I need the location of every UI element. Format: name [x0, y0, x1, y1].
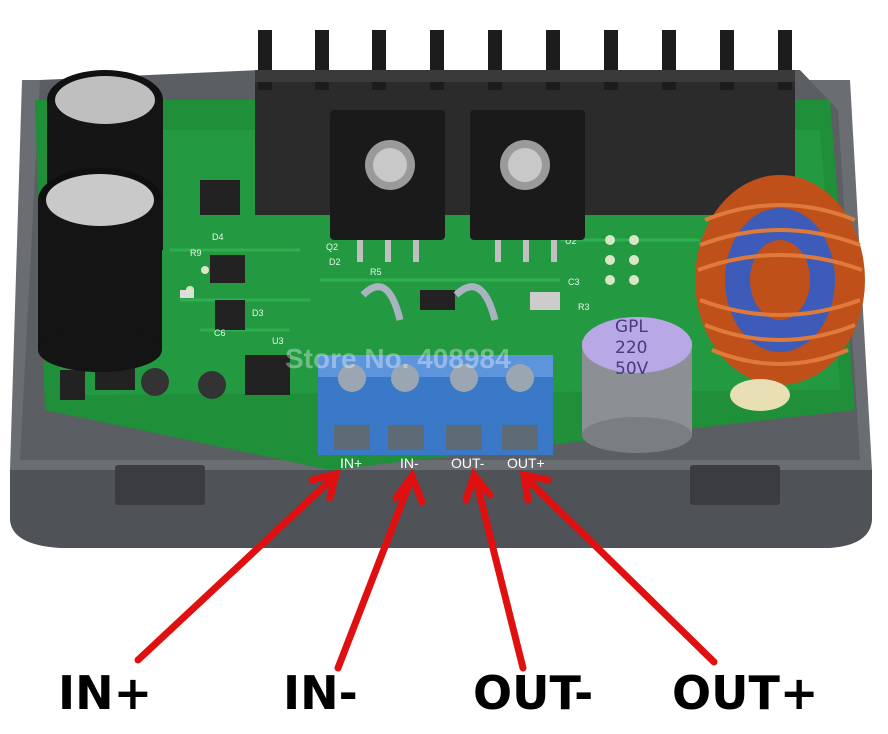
svg-text:D4: D4: [212, 232, 224, 242]
svg-text:R9: R9: [190, 248, 202, 258]
toroid-inductor: [695, 175, 865, 411]
svg-text:C3: C3: [568, 277, 580, 287]
terminal-label-out-minus: OUT-: [451, 455, 485, 471]
capacitor-marking-line-1: GPL: [615, 317, 648, 337]
terminal-label-out-plus: OUT+: [507, 455, 545, 471]
transistors: [330, 110, 585, 262]
callout-in-minus: IN-: [283, 666, 358, 720]
capacitor-marking-line-2: 220: [615, 338, 647, 358]
terminal-block: IN+ IN- OUT- OUT+: [318, 283, 553, 471]
svg-text:Q2: Q2: [326, 242, 338, 252]
arrows: [134, 467, 718, 672]
svg-text:D2: D2: [329, 257, 341, 267]
capacitor-marking-line-3: 50V: [615, 359, 649, 379]
watermark: Store No. 408984: [285, 343, 511, 374]
svg-text:R5: R5: [370, 267, 382, 277]
callout-out-plus: OUT+: [672, 666, 819, 720]
svg-text:D3: D3: [252, 308, 264, 318]
svg-text:C6: C6: [214, 328, 226, 338]
electrolytic-capacitors: [38, 70, 163, 372]
terminal-label-in-minus: IN-: [400, 455, 419, 471]
svg-text:U3: U3: [272, 336, 284, 346]
callout-in-plus: IN+: [58, 666, 153, 720]
svg-text:R3: R3: [578, 302, 590, 312]
svg-text:U2: U2: [565, 236, 577, 246]
terminal-label-in-plus: IN+: [340, 455, 362, 471]
polymer-capacitor: GPL 220 50V: [582, 317, 692, 453]
callout-out-minus: OUT-: [473, 666, 594, 720]
